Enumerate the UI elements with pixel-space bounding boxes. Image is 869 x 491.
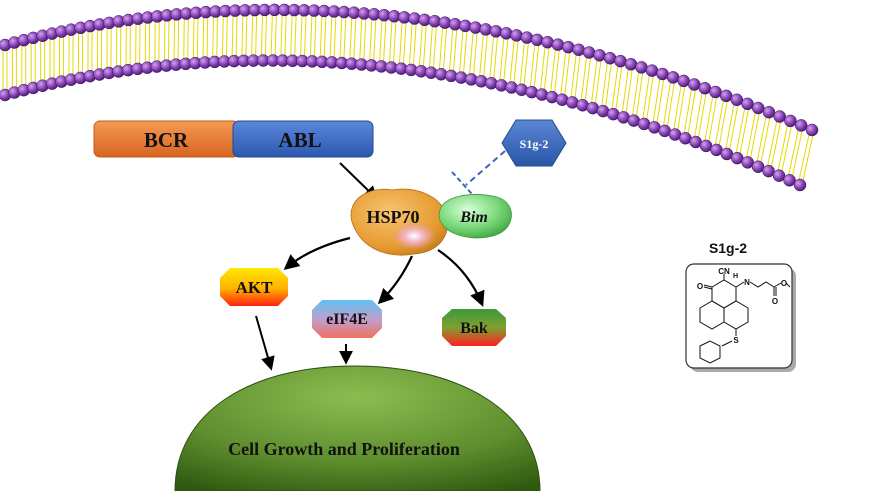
structure-bonds — [699, 274, 791, 364]
s1g2-hexagon — [501, 119, 567, 167]
bim-label: Bim — [459, 209, 488, 226]
lipid-head — [793, 178, 807, 192]
lipid-head — [520, 31, 534, 44]
s1g2-structure-panel: S1g-2 CN H — [685, 240, 796, 372]
eif4e-shape — [312, 300, 382, 338]
bak-node: Bak — [442, 309, 506, 346]
akt-label: AKT — [236, 278, 274, 297]
arrow-hsp70-to-eif4e — [377, 255, 413, 305]
lipid-head — [593, 49, 606, 62]
lipid-head — [698, 81, 712, 95]
lipid-head — [784, 114, 797, 128]
cell-shape — [174, 365, 541, 491]
lipid-head — [469, 21, 482, 34]
lipid-head — [730, 93, 744, 107]
lipid-head — [645, 64, 659, 77]
lipid-head — [773, 110, 786, 123]
lipid-head — [582, 46, 596, 59]
structure-ester-o2: O — [781, 279, 787, 288]
lipid-head — [783, 174, 796, 187]
lipid-head — [551, 38, 565, 51]
s1g2-inhibitor: S1g-2 — [501, 119, 567, 167]
abl-label: ABL — [278, 128, 321, 152]
lipid-head — [489, 25, 503, 38]
hsp70-protein: HSP70 — [350, 188, 448, 256]
structure-amine-n: N — [744, 278, 750, 287]
structure-ester-o1: O — [772, 297, 778, 306]
lipid-head — [500, 27, 513, 40]
structure-ketone-o: O — [697, 282, 703, 291]
structure-thio-s: S — [733, 336, 739, 345]
bcr-abl-fusion: BCR ABL — [93, 120, 374, 158]
hsp70-highlight — [392, 222, 436, 250]
structure-amine-h: H — [733, 273, 738, 280]
bim-protein: Bim — [438, 194, 512, 239]
lipid-head — [794, 119, 808, 132]
lipid-head — [762, 105, 776, 119]
akt-shape — [220, 268, 288, 306]
s1g2-hexagon-label: S1g-2 — [520, 137, 549, 151]
lipid-head — [614, 54, 627, 68]
bak-label: Bak — [460, 320, 488, 337]
arrow-hsp70-to-bak — [437, 249, 485, 307]
arrow-hsp70-to-akt — [283, 236, 351, 270]
lipid-head — [666, 71, 680, 84]
lipid-head — [762, 164, 775, 178]
lipid-head — [635, 61, 648, 74]
structure-frame — [685, 263, 793, 369]
lipid-head — [479, 23, 493, 36]
bcr-label: BCR — [144, 128, 189, 152]
lipid-head — [772, 169, 786, 182]
lipid-head — [709, 85, 722, 99]
arrow-akt-to-cell — [255, 315, 275, 371]
lipid-head — [459, 19, 472, 33]
cell-membrane — [0, 3, 819, 192]
lipid-head — [530, 33, 544, 47]
lipid-head — [677, 74, 690, 88]
lipid-head — [624, 57, 638, 71]
inhibition-bar — [451, 171, 473, 195]
lipid-head — [805, 123, 819, 137]
eif4e-label: eIF4E — [326, 311, 368, 328]
structure-title: S1g-2 — [709, 240, 747, 256]
eif4e-node: eIF4E — [312, 300, 382, 338]
lipid-head — [751, 101, 765, 115]
lipid-head — [572, 43, 585, 57]
akt-node: AKT — [220, 268, 288, 306]
cell-label: Cell Growth and Proliferation — [228, 439, 460, 459]
structure-cyano: CN — [718, 267, 730, 276]
inhibition-line — [465, 150, 506, 186]
lipid-head — [719, 89, 733, 103]
hsp70-label: HSP70 — [366, 207, 419, 227]
cell-body: Cell Growth and Proliferation — [174, 365, 541, 491]
lipid-head — [688, 78, 701, 91]
lipid-head — [656, 67, 669, 81]
lipid-head — [562, 40, 575, 54]
lipid-head — [741, 97, 754, 111]
lipid-head — [603, 51, 617, 65]
lipid-head — [541, 35, 554, 49]
abl-domain — [232, 120, 374, 158]
lipid-head — [510, 29, 523, 42]
bim-shape — [438, 194, 512, 239]
lipid-head — [751, 160, 765, 173]
bak-shape — [442, 309, 506, 346]
